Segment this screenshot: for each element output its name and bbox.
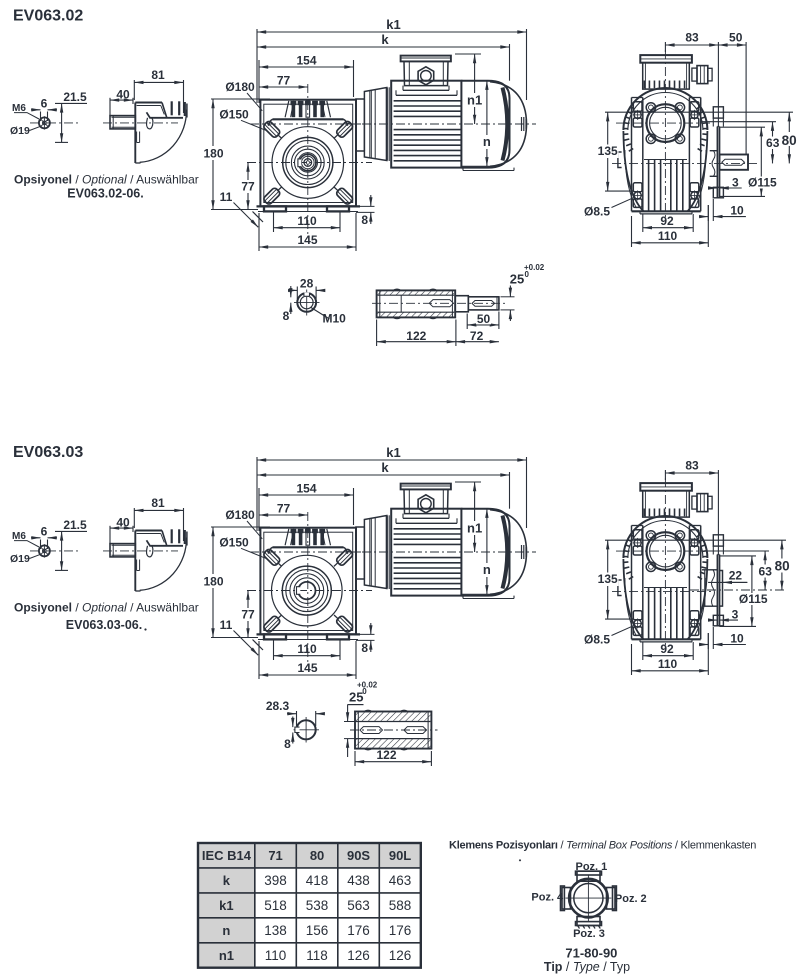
svg-text:0: 0 — [525, 270, 530, 279]
svg-text:Poz. 3: Poz. 3 — [573, 928, 605, 940]
svg-text:Ø180: Ø180 — [225, 80, 255, 94]
svg-text:90L: 90L — [389, 848, 411, 863]
svg-text:463: 463 — [389, 873, 412, 888]
svg-text:M6: M6 — [12, 103, 26, 114]
svg-text:122: 122 — [406, 329, 426, 343]
svg-text:126: 126 — [347, 948, 370, 963]
svg-text:110: 110 — [297, 214, 317, 228]
svg-text:122: 122 — [376, 748, 396, 762]
svg-text:Ø115: Ø115 — [739, 592, 768, 606]
svg-text:588: 588 — [389, 898, 412, 913]
svg-text:+0.02: +0.02 — [524, 263, 545, 272]
svg-text:28: 28 — [300, 277, 314, 291]
svg-text:80: 80 — [310, 848, 324, 863]
svg-text:EV063.02-06.: EV063.02-06. — [67, 187, 143, 201]
svg-text:418: 418 — [306, 873, 329, 888]
svg-text:6: 6 — [41, 97, 48, 111]
svg-text:10: 10 — [730, 203, 744, 217]
svg-text:8: 8 — [284, 737, 291, 751]
svg-text:n1: n1 — [467, 93, 482, 108]
svg-text:k1: k1 — [386, 17, 400, 32]
svg-text:110: 110 — [658, 229, 678, 243]
svg-text:+0.02: +0.02 — [357, 681, 378, 690]
svg-text:50: 50 — [477, 312, 491, 326]
svg-text:72: 72 — [470, 329, 484, 343]
svg-text:Poz. 1: Poz. 1 — [576, 861, 608, 873]
svg-text:180: 180 — [203, 147, 223, 161]
svg-text:40: 40 — [116, 88, 130, 102]
svg-text:Ø8.5: Ø8.5 — [584, 205, 610, 219]
svg-text:25: 25 — [349, 690, 363, 705]
svg-text:M10: M10 — [323, 312, 347, 326]
svg-text:21.5: 21.5 — [63, 90, 87, 104]
svg-text:83: 83 — [685, 31, 699, 45]
svg-text:EV063.03-06.: EV063.03-06. — [66, 618, 142, 632]
svg-text:n: n — [483, 134, 491, 149]
svg-text:71: 71 — [268, 848, 282, 863]
svg-text:135: 135 — [598, 144, 618, 158]
svg-text:Ø150: Ø150 — [219, 108, 249, 122]
svg-text:145: 145 — [297, 233, 317, 247]
svg-text:71-80-90: 71-80-90 — [565, 946, 617, 961]
svg-text:538: 538 — [306, 898, 329, 913]
svg-text:90S: 90S — [347, 848, 370, 863]
svg-text:k: k — [223, 873, 231, 888]
svg-text:176: 176 — [347, 923, 370, 938]
svg-text:Ø115: Ø115 — [748, 176, 777, 190]
svg-text:n: n — [222, 923, 230, 938]
svg-text:176: 176 — [389, 923, 412, 938]
svg-text:118: 118 — [306, 948, 328, 963]
svg-text:EV063.03: EV063.03 — [13, 444, 83, 461]
svg-text:Klemens Pozisyonları / Termina: Klemens Pozisyonları / Terminal Box Posi… — [449, 840, 756, 852]
svg-text:80: 80 — [775, 559, 790, 574]
svg-text:3: 3 — [732, 608, 739, 622]
svg-text:63: 63 — [766, 136, 780, 150]
svg-text:81: 81 — [151, 68, 165, 82]
svg-text:63: 63 — [759, 564, 773, 578]
svg-text:EV063.02: EV063.02 — [13, 8, 83, 25]
svg-text:Opsiyonel / Optional / Auswähl: Opsiyonel / Optional / Auswählbar — [14, 173, 199, 187]
svg-text:80: 80 — [782, 133, 797, 148]
svg-text:IEC B14: IEC B14 — [202, 848, 252, 863]
svg-text:518: 518 — [264, 898, 287, 913]
svg-text:25: 25 — [510, 272, 524, 287]
svg-text:8: 8 — [361, 213, 368, 227]
svg-text:Poz. 4: Poz. 4 — [531, 892, 564, 904]
svg-text:126: 126 — [389, 948, 412, 963]
svg-text:138: 138 — [264, 923, 287, 938]
svg-text:156: 156 — [306, 923, 329, 938]
svg-text:0: 0 — [362, 687, 367, 696]
svg-text:77: 77 — [277, 74, 291, 88]
svg-text:11: 11 — [220, 190, 233, 204]
svg-text:28.3: 28.3 — [266, 699, 290, 713]
svg-text:n1: n1 — [219, 948, 234, 963]
svg-text:k: k — [381, 32, 389, 47]
svg-text:10: 10 — [730, 631, 744, 645]
svg-text:Poz. 2: Poz. 2 — [615, 893, 647, 905]
svg-text:50: 50 — [729, 31, 743, 45]
svg-text:k1: k1 — [219, 898, 233, 913]
svg-text:110: 110 — [265, 948, 287, 963]
svg-text:3: 3 — [732, 176, 739, 190]
svg-text:398: 398 — [264, 873, 287, 888]
svg-text:Ø19: Ø19 — [10, 125, 30, 137]
svg-text:Tip / Type / Typ: Tip / Type / Typ — [544, 960, 630, 974]
svg-text:92: 92 — [660, 214, 674, 228]
svg-text:563: 563 — [347, 898, 370, 913]
svg-text:77: 77 — [241, 180, 255, 194]
svg-text:22: 22 — [729, 568, 743, 582]
svg-text:154: 154 — [296, 54, 316, 68]
svg-text:8: 8 — [283, 309, 290, 323]
svg-text:438: 438 — [347, 873, 370, 888]
